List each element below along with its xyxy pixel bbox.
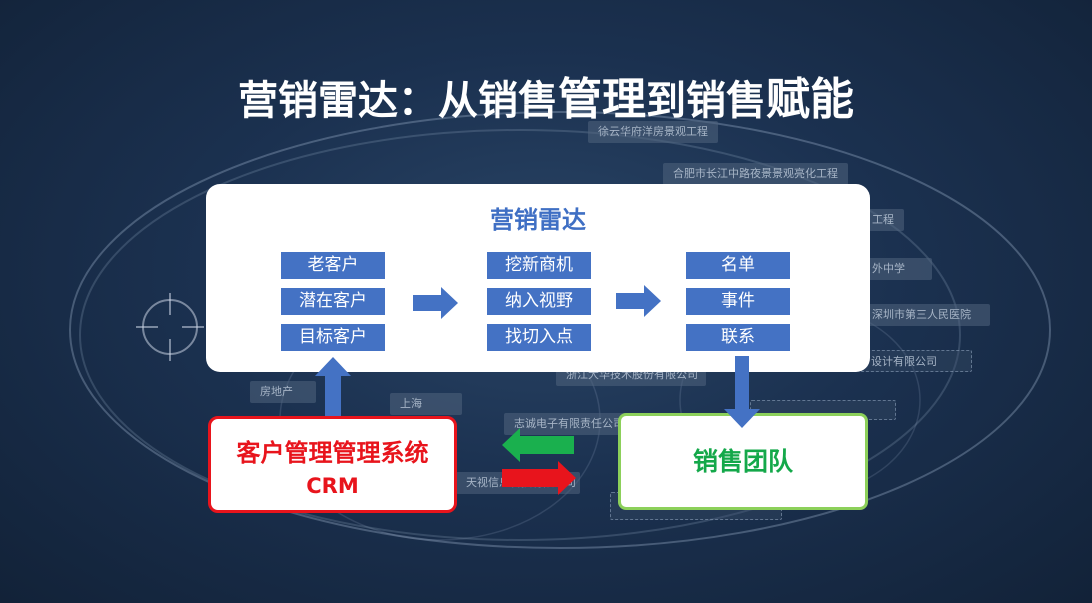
radar-sources-column: 老客户 潜在客户 目标客户 (281, 252, 385, 360)
radar-outputs-column: 名单 事件 联系 (686, 252, 790, 360)
output-item: 联系 (686, 324, 790, 351)
crm-abbrev: CRM (306, 474, 359, 498)
title-part: 营销雷达：从销售 (238, 78, 558, 124)
crosshair-icon (136, 293, 204, 361)
output-item: 名单 (686, 252, 790, 279)
background-tag: 外中学 (862, 258, 932, 280)
source-item: 老客户 (281, 252, 385, 279)
background-tag: 房地产 (250, 381, 316, 403)
radar-actions-column: 挖新商机 纳入视野 找切入点 (487, 252, 591, 360)
background-tag: 上海 (390, 393, 462, 415)
crm-label: 客户管理管理系统 (236, 439, 429, 467)
radar-panel: 营销雷达 老客户 潜在客户 目标客户 挖新商机 纳入视野 找切入点 名单 事件 … (206, 184, 870, 372)
source-item: 目标客户 (281, 324, 385, 351)
action-item: 找切入点 (487, 324, 591, 351)
page-title: 营销雷达：从销售管理到销售赋能 (0, 74, 1092, 127)
background-tag: 天视信息科技有限公司 (456, 472, 580, 494)
title-part-bold: 管理 (558, 74, 646, 125)
source-item: 潜在客户 (281, 288, 385, 315)
background-tag: 志诚电子有限责任公司 (504, 413, 634, 435)
background-tag: 工程 (862, 209, 904, 231)
crm-box: 客户管理管理系统 CRM (208, 416, 457, 513)
title-part: 到销售 (646, 78, 766, 124)
background-tag: 徐云华府洋房景观工程 (588, 121, 718, 143)
background-tag: 深圳市第三人民医院 (862, 304, 990, 326)
background-tag: 设计有限公司 (860, 350, 972, 372)
action-item: 纳入视野 (487, 288, 591, 315)
output-item: 事件 (686, 288, 790, 315)
background-tag: 合肥市长江中路夜景景观亮化工程 (663, 163, 848, 185)
title-part-bold: 赋能 (766, 74, 854, 125)
sales-team-box: 销售团队 (618, 413, 868, 510)
radar-title: 营销雷达 (490, 206, 586, 234)
action-item: 挖新商机 (487, 252, 591, 279)
